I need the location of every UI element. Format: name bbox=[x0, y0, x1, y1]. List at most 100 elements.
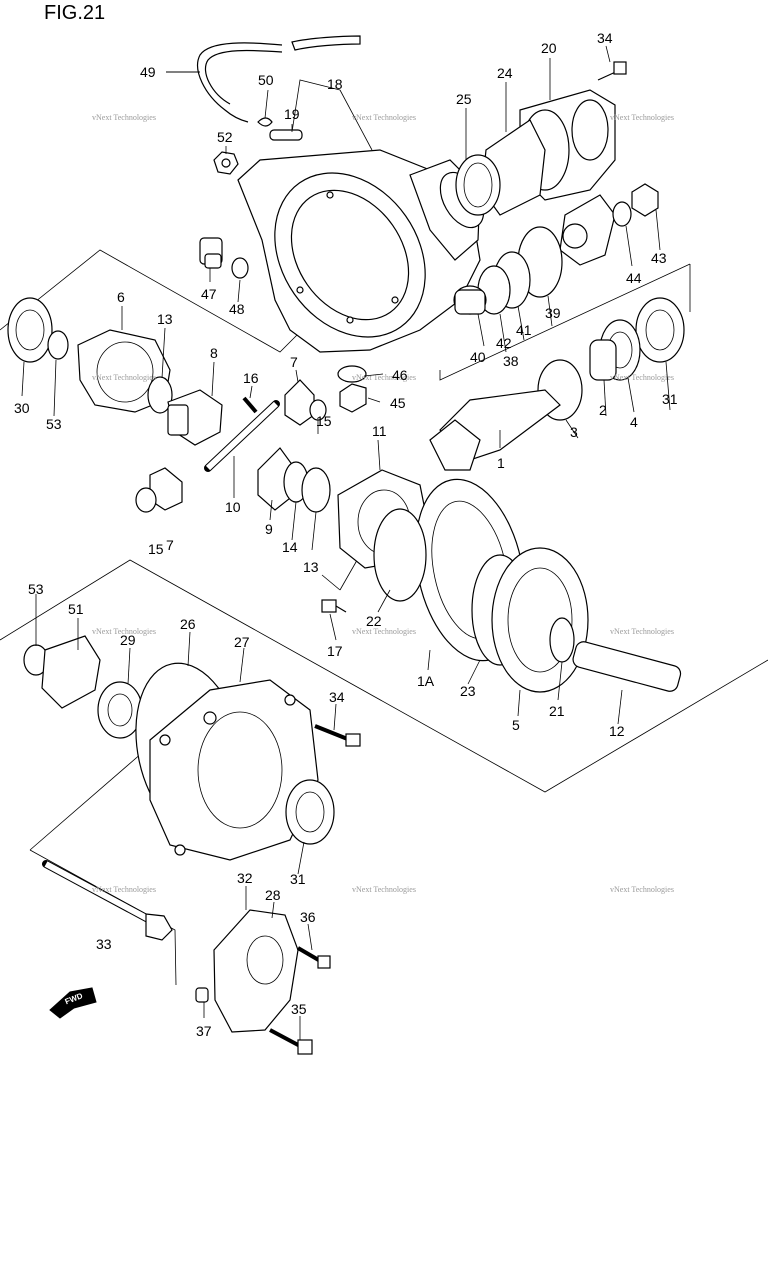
watermark: vNext Technologies bbox=[92, 113, 156, 122]
callout-15-upper: 15 bbox=[316, 413, 332, 429]
callout-49: 49 bbox=[140, 64, 156, 80]
washer-13-upper bbox=[147, 376, 173, 414]
watermark: vNext Technologies bbox=[352, 373, 416, 382]
watermark: vNext Technologies bbox=[610, 373, 674, 382]
callout-9: 9 bbox=[265, 521, 273, 537]
drive-pinion-1 bbox=[429, 389, 561, 471]
bolt-35 bbox=[269, 1028, 313, 1055]
callout-34: 34 bbox=[597, 30, 613, 46]
callout-13-lower: 13 bbox=[303, 559, 319, 575]
callout-20: 20 bbox=[541, 40, 557, 56]
breather-pipe bbox=[257, 117, 303, 141]
watermark: vNext Technologies bbox=[352, 113, 416, 122]
callout-32: 32 bbox=[237, 870, 253, 886]
callout-40: 40 bbox=[470, 349, 486, 365]
watermark: vNext Technologies bbox=[92, 885, 156, 894]
sleeve-51 bbox=[41, 635, 101, 709]
gasket-48 bbox=[231, 257, 249, 279]
plug-45 bbox=[339, 383, 367, 413]
watermark: vNext Technologies bbox=[352, 885, 416, 894]
callout-7-upper: 7 bbox=[290, 354, 298, 370]
callout-12: 12 bbox=[609, 723, 625, 739]
callout-45: 45 bbox=[390, 395, 406, 411]
callout-30: 30 bbox=[14, 400, 30, 416]
bearing-5 bbox=[491, 547, 589, 693]
callout-5: 5 bbox=[512, 717, 520, 733]
callout-44: 44 bbox=[626, 270, 642, 286]
callout-2: 2 bbox=[599, 402, 607, 418]
callout-53-upper: 53 bbox=[46, 416, 62, 432]
watermark: vNext Technologies bbox=[610, 627, 674, 636]
callout-13-upper: 13 bbox=[157, 311, 173, 327]
mounting-bracket-28 bbox=[213, 909, 299, 1033]
callout-31-upper: 31 bbox=[662, 391, 678, 407]
callout-37: 37 bbox=[196, 1023, 212, 1039]
callout-35: 35 bbox=[291, 1001, 307, 1017]
watermark: vNext Technologies bbox=[610, 113, 674, 122]
callout-8: 8 bbox=[210, 345, 218, 361]
bolt-34-top bbox=[597, 61, 627, 81]
callout-52: 52 bbox=[217, 129, 233, 145]
callout-1A: 1A bbox=[417, 673, 435, 689]
callout-26: 26 bbox=[180, 616, 196, 632]
callout-36: 36 bbox=[300, 909, 316, 925]
callout-15-lower: 15 bbox=[148, 541, 164, 557]
watermark: vNext Technologies bbox=[352, 627, 416, 636]
bolt-33 bbox=[42, 860, 173, 941]
callout-27: 27 bbox=[234, 634, 250, 650]
spacer-22 bbox=[373, 508, 427, 602]
callout-48: 48 bbox=[229, 301, 245, 317]
callout-19: 19 bbox=[284, 106, 300, 122]
callout-31-lower: 31 bbox=[290, 871, 306, 887]
callout-34-lower: 34 bbox=[329, 689, 345, 705]
callout-4: 4 bbox=[630, 414, 638, 430]
watermarks: vNext Technologies vNext Technologies vN… bbox=[92, 113, 674, 894]
spacer-2 bbox=[589, 339, 617, 381]
callout-24: 24 bbox=[497, 65, 513, 81]
callout-17: 17 bbox=[327, 643, 343, 659]
pinion-shaft-10 bbox=[204, 400, 280, 472]
dowel-37 bbox=[195, 987, 209, 1003]
callout-7-lower: 7 bbox=[166, 537, 174, 553]
callout-3: 3 bbox=[570, 424, 578, 440]
bearing-31-upper bbox=[635, 297, 685, 363]
nut-43 bbox=[631, 183, 659, 217]
watermark: vNext Technologies bbox=[92, 627, 156, 636]
callout-22: 22 bbox=[366, 613, 382, 629]
figure-title: FIG.21 bbox=[44, 2, 106, 24]
callout-38: 38 bbox=[503, 353, 519, 369]
callout-10: 10 bbox=[225, 499, 241, 515]
washer-13-lower bbox=[301, 467, 331, 513]
plug-47 bbox=[199, 237, 223, 269]
washer-46 bbox=[337, 365, 367, 383]
bearing-30 bbox=[7, 297, 53, 363]
callout-46: 46 bbox=[392, 367, 408, 383]
callout-11: 11 bbox=[372, 423, 387, 439]
callout-6: 6 bbox=[117, 289, 125, 305]
bushing-40 bbox=[453, 285, 487, 315]
pinion-gear-7-upper bbox=[284, 379, 315, 426]
callout-29: 29 bbox=[120, 632, 136, 648]
callout-53-lower: 53 bbox=[28, 581, 44, 597]
snap-ring-53-upper bbox=[47, 330, 69, 360]
bolt-36 bbox=[296, 946, 331, 969]
bearing-31-lower bbox=[285, 779, 335, 845]
callout-16: 16 bbox=[243, 370, 259, 386]
washer-21 bbox=[549, 617, 575, 663]
washer-44 bbox=[612, 201, 632, 227]
watermark: vNext Technologies bbox=[610, 885, 674, 894]
differential-carrier-housing bbox=[237, 149, 485, 353]
callout-43: 43 bbox=[651, 250, 667, 266]
nut-52 bbox=[213, 151, 239, 175]
callout-41: 41 bbox=[516, 322, 532, 338]
pin-16 bbox=[242, 396, 258, 414]
callout-18: 18 bbox=[327, 76, 343, 92]
callout-50: 50 bbox=[258, 72, 274, 88]
callout-51: 51 bbox=[68, 601, 84, 617]
callout-1: 1 bbox=[497, 455, 505, 471]
callout-39: 39 bbox=[545, 305, 561, 321]
leader-lines bbox=[21, 45, 671, 1040]
washer-15-lower bbox=[135, 487, 157, 513]
bolt-17 bbox=[321, 599, 347, 613]
